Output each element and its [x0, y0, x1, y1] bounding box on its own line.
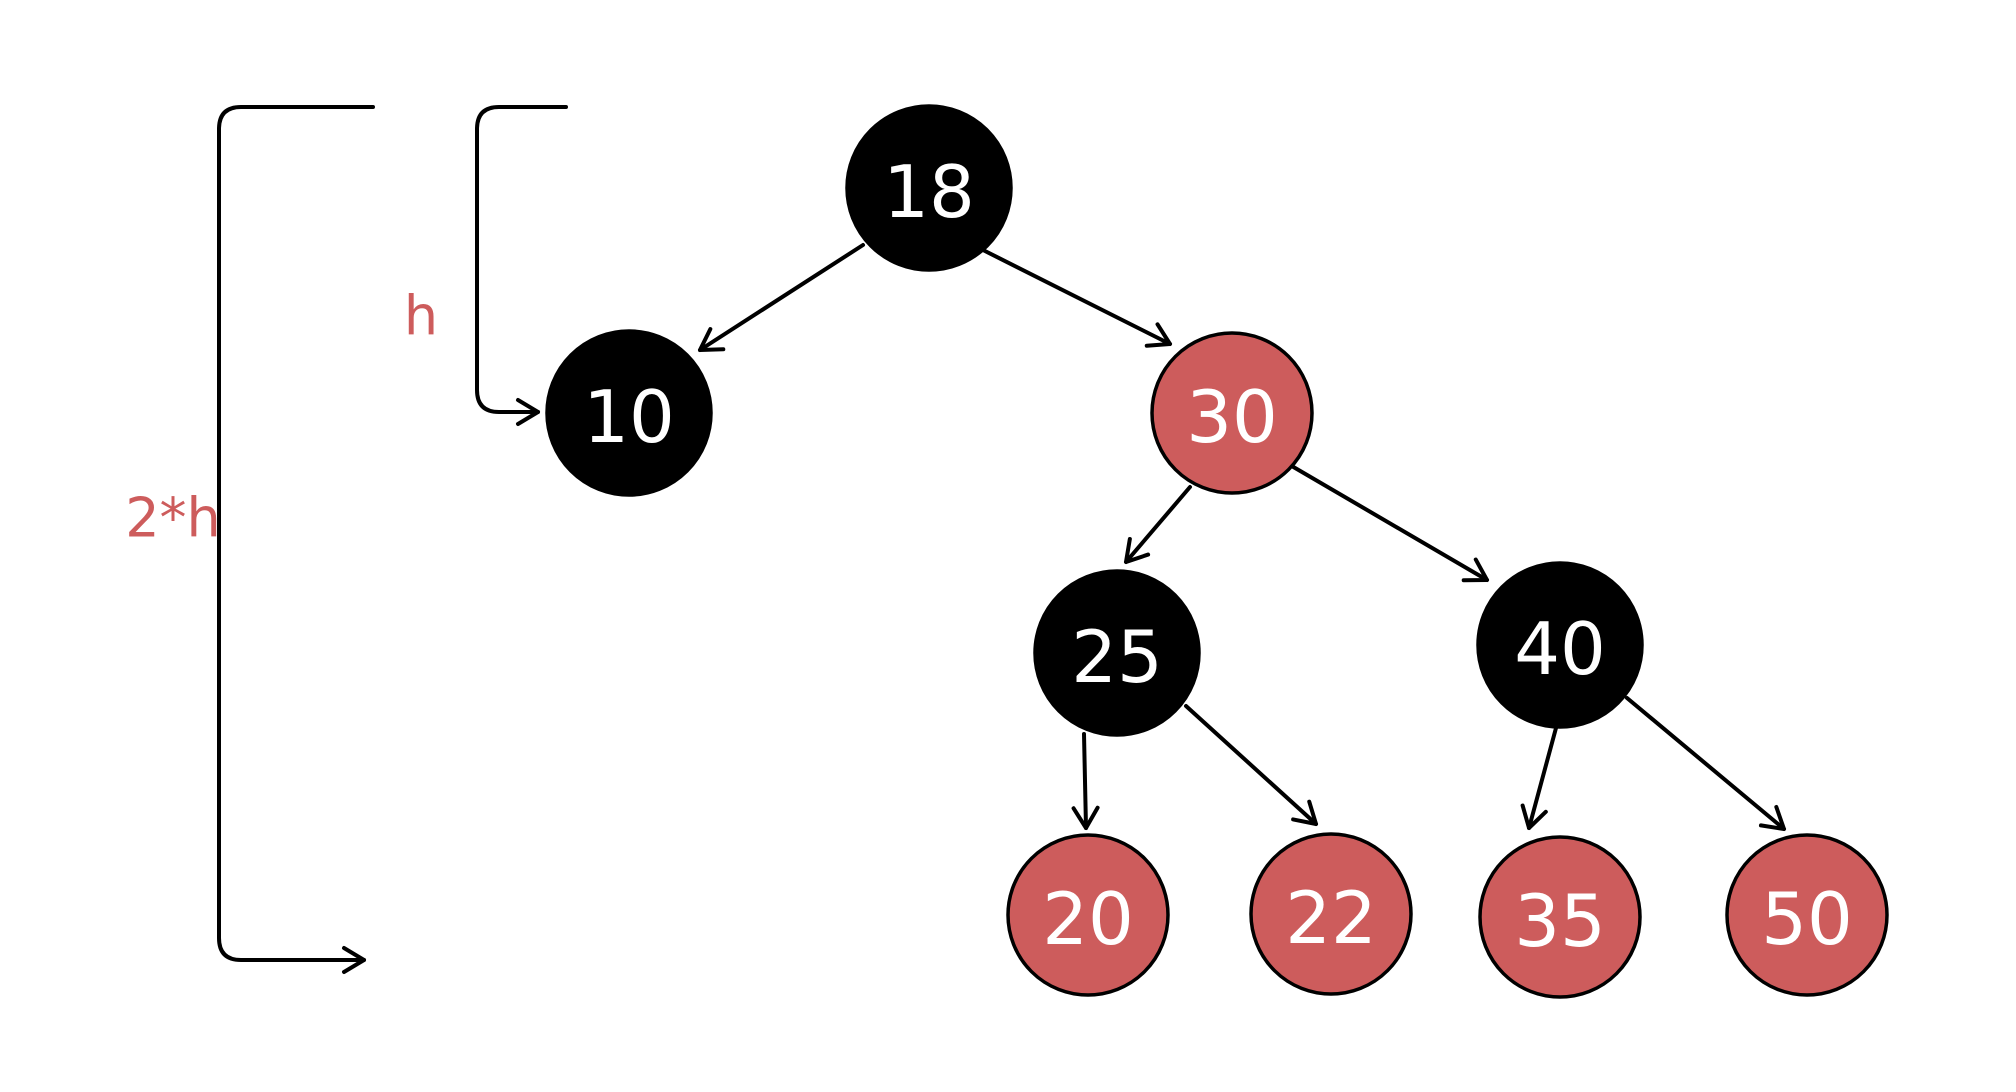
tree-node-22: 22	[1249, 832, 1413, 996]
node-circle-22	[1249, 832, 1413, 996]
node-circle-35	[1478, 835, 1642, 999]
height-brackets: 2*h h	[125, 105, 568, 974]
bracket-2h-arrow	[217, 105, 375, 974]
node-circle-18	[845, 104, 1013, 272]
tree-node-50: 50	[1725, 833, 1889, 997]
edge-18-10	[698, 243, 865, 352]
edge-25-22	[1184, 704, 1318, 826]
tree-node-40: 40	[1476, 561, 1644, 729]
tree-edges	[698, 243, 1786, 831]
node-circle-25	[1033, 569, 1201, 737]
tree-node-10: 10	[545, 329, 713, 497]
node-circle-20	[1006, 833, 1170, 997]
edge-18-30	[981, 248, 1172, 348]
node-value-18: 18	[883, 150, 975, 234]
tree-node-18: 18	[845, 104, 1013, 272]
node-value-40: 40	[1514, 607, 1606, 691]
edge-40-35	[1520, 726, 1558, 830]
node-circle-40	[1476, 561, 1644, 729]
node-circle-50	[1725, 833, 1889, 997]
edge-25-20	[1071, 732, 1100, 830]
bracket-2h-label: 2*h	[125, 487, 221, 550]
tree-node-20: 20	[1006, 833, 1170, 997]
node-value-22: 22	[1285, 876, 1377, 960]
node-value-35: 35	[1514, 879, 1606, 963]
tree-node-35: 35	[1478, 835, 1642, 999]
node-value-30: 30	[1186, 375, 1278, 459]
node-circle-10	[545, 329, 713, 497]
bracket-h-arrow	[475, 105, 568, 426]
node-value-10: 10	[583, 375, 675, 459]
tree-node-25: 25	[1033, 569, 1201, 737]
tree-node-30: 30	[1150, 331, 1314, 495]
edge-30-25	[1124, 485, 1192, 564]
edge-30-40	[1288, 463, 1489, 583]
node-value-20: 20	[1042, 877, 1134, 961]
tree-nodes: 18 10 30 25 40 20	[545, 104, 1889, 999]
node-value-50: 50	[1761, 877, 1853, 961]
node-circle-30	[1150, 331, 1314, 495]
node-value-25: 25	[1071, 615, 1163, 699]
bracket-h-label: h	[404, 285, 438, 348]
edge-40-50	[1625, 696, 1786, 831]
